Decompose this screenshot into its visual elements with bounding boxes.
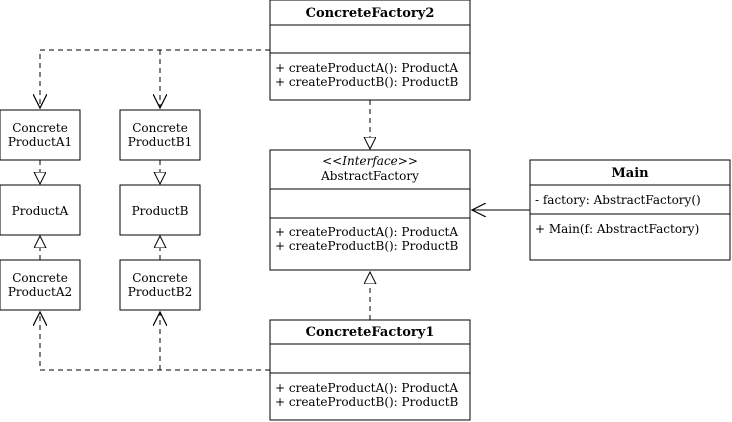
- box-product-b[interactable]: ProductB: [119, 184, 201, 236]
- box-concrete-product-b1[interactable]: Concrete ProductB1: [119, 109, 201, 161]
- class-method: + Main(f: AbstractFactory): [535, 222, 699, 236]
- box-label: ProductA: [12, 204, 69, 218]
- class-concrete-factory2[interactable]: ConcreteFactory2 + createProductA(): Pro…: [269, 0, 471, 101]
- class-method: + createProductA(): ProductA: [275, 61, 458, 75]
- box-label: Concrete: [132, 271, 188, 285]
- class-method: + createProductB(): ProductB: [275, 395, 459, 409]
- box-label: Concrete: [12, 121, 68, 135]
- box-label: ProductB: [132, 204, 189, 218]
- class-stereotype: <<Interface>>: [322, 154, 418, 168]
- box-label: ProductA2: [8, 285, 72, 299]
- class-title: ConcreteFactory2: [306, 6, 435, 21]
- box-product-a[interactable]: ProductA: [0, 184, 81, 236]
- box-label: Concrete: [132, 121, 188, 135]
- box-label: ProductA1: [8, 135, 72, 149]
- class-title: ConcreteFactory1: [306, 325, 435, 340]
- cf2-to-product-a1-dependency: [40, 49, 270, 108]
- box-label: ProductB1: [128, 135, 192, 149]
- class-field: - factory: AbstractFactory(): [535, 193, 701, 207]
- class-method: + createProductA(): ProductA: [275, 381, 458, 395]
- box-concrete-product-b2[interactable]: Concrete ProductB2: [119, 259, 201, 311]
- class-abstract-factory[interactable]: <<Interface>> AbstractFactory + createPr…: [269, 149, 471, 271]
- class-title: AbstractFactory: [320, 169, 419, 183]
- class-concrete-factory1[interactable]: ConcreteFactory1 + createProductA(): Pro…: [269, 319, 471, 421]
- box-concrete-product-a2[interactable]: Concrete ProductA2: [0, 259, 81, 311]
- box-label: ProductB2: [128, 285, 192, 299]
- class-main[interactable]: Main - factory: AbstractFactory() + Main…: [529, 159, 731, 261]
- class-title: Main: [611, 166, 649, 181]
- box-concrete-product-a1[interactable]: Concrete ProductA1: [0, 109, 81, 161]
- class-method: + createProductB(): ProductB: [275, 239, 459, 253]
- box-label: Concrete: [12, 271, 68, 285]
- class-method: + createProductA(): ProductA: [275, 225, 458, 239]
- connectors: [40, 49, 530, 371]
- class-method: + createProductB(): ProductB: [275, 75, 459, 89]
- cf1-to-product-a2-dependency: [40, 312, 270, 371]
